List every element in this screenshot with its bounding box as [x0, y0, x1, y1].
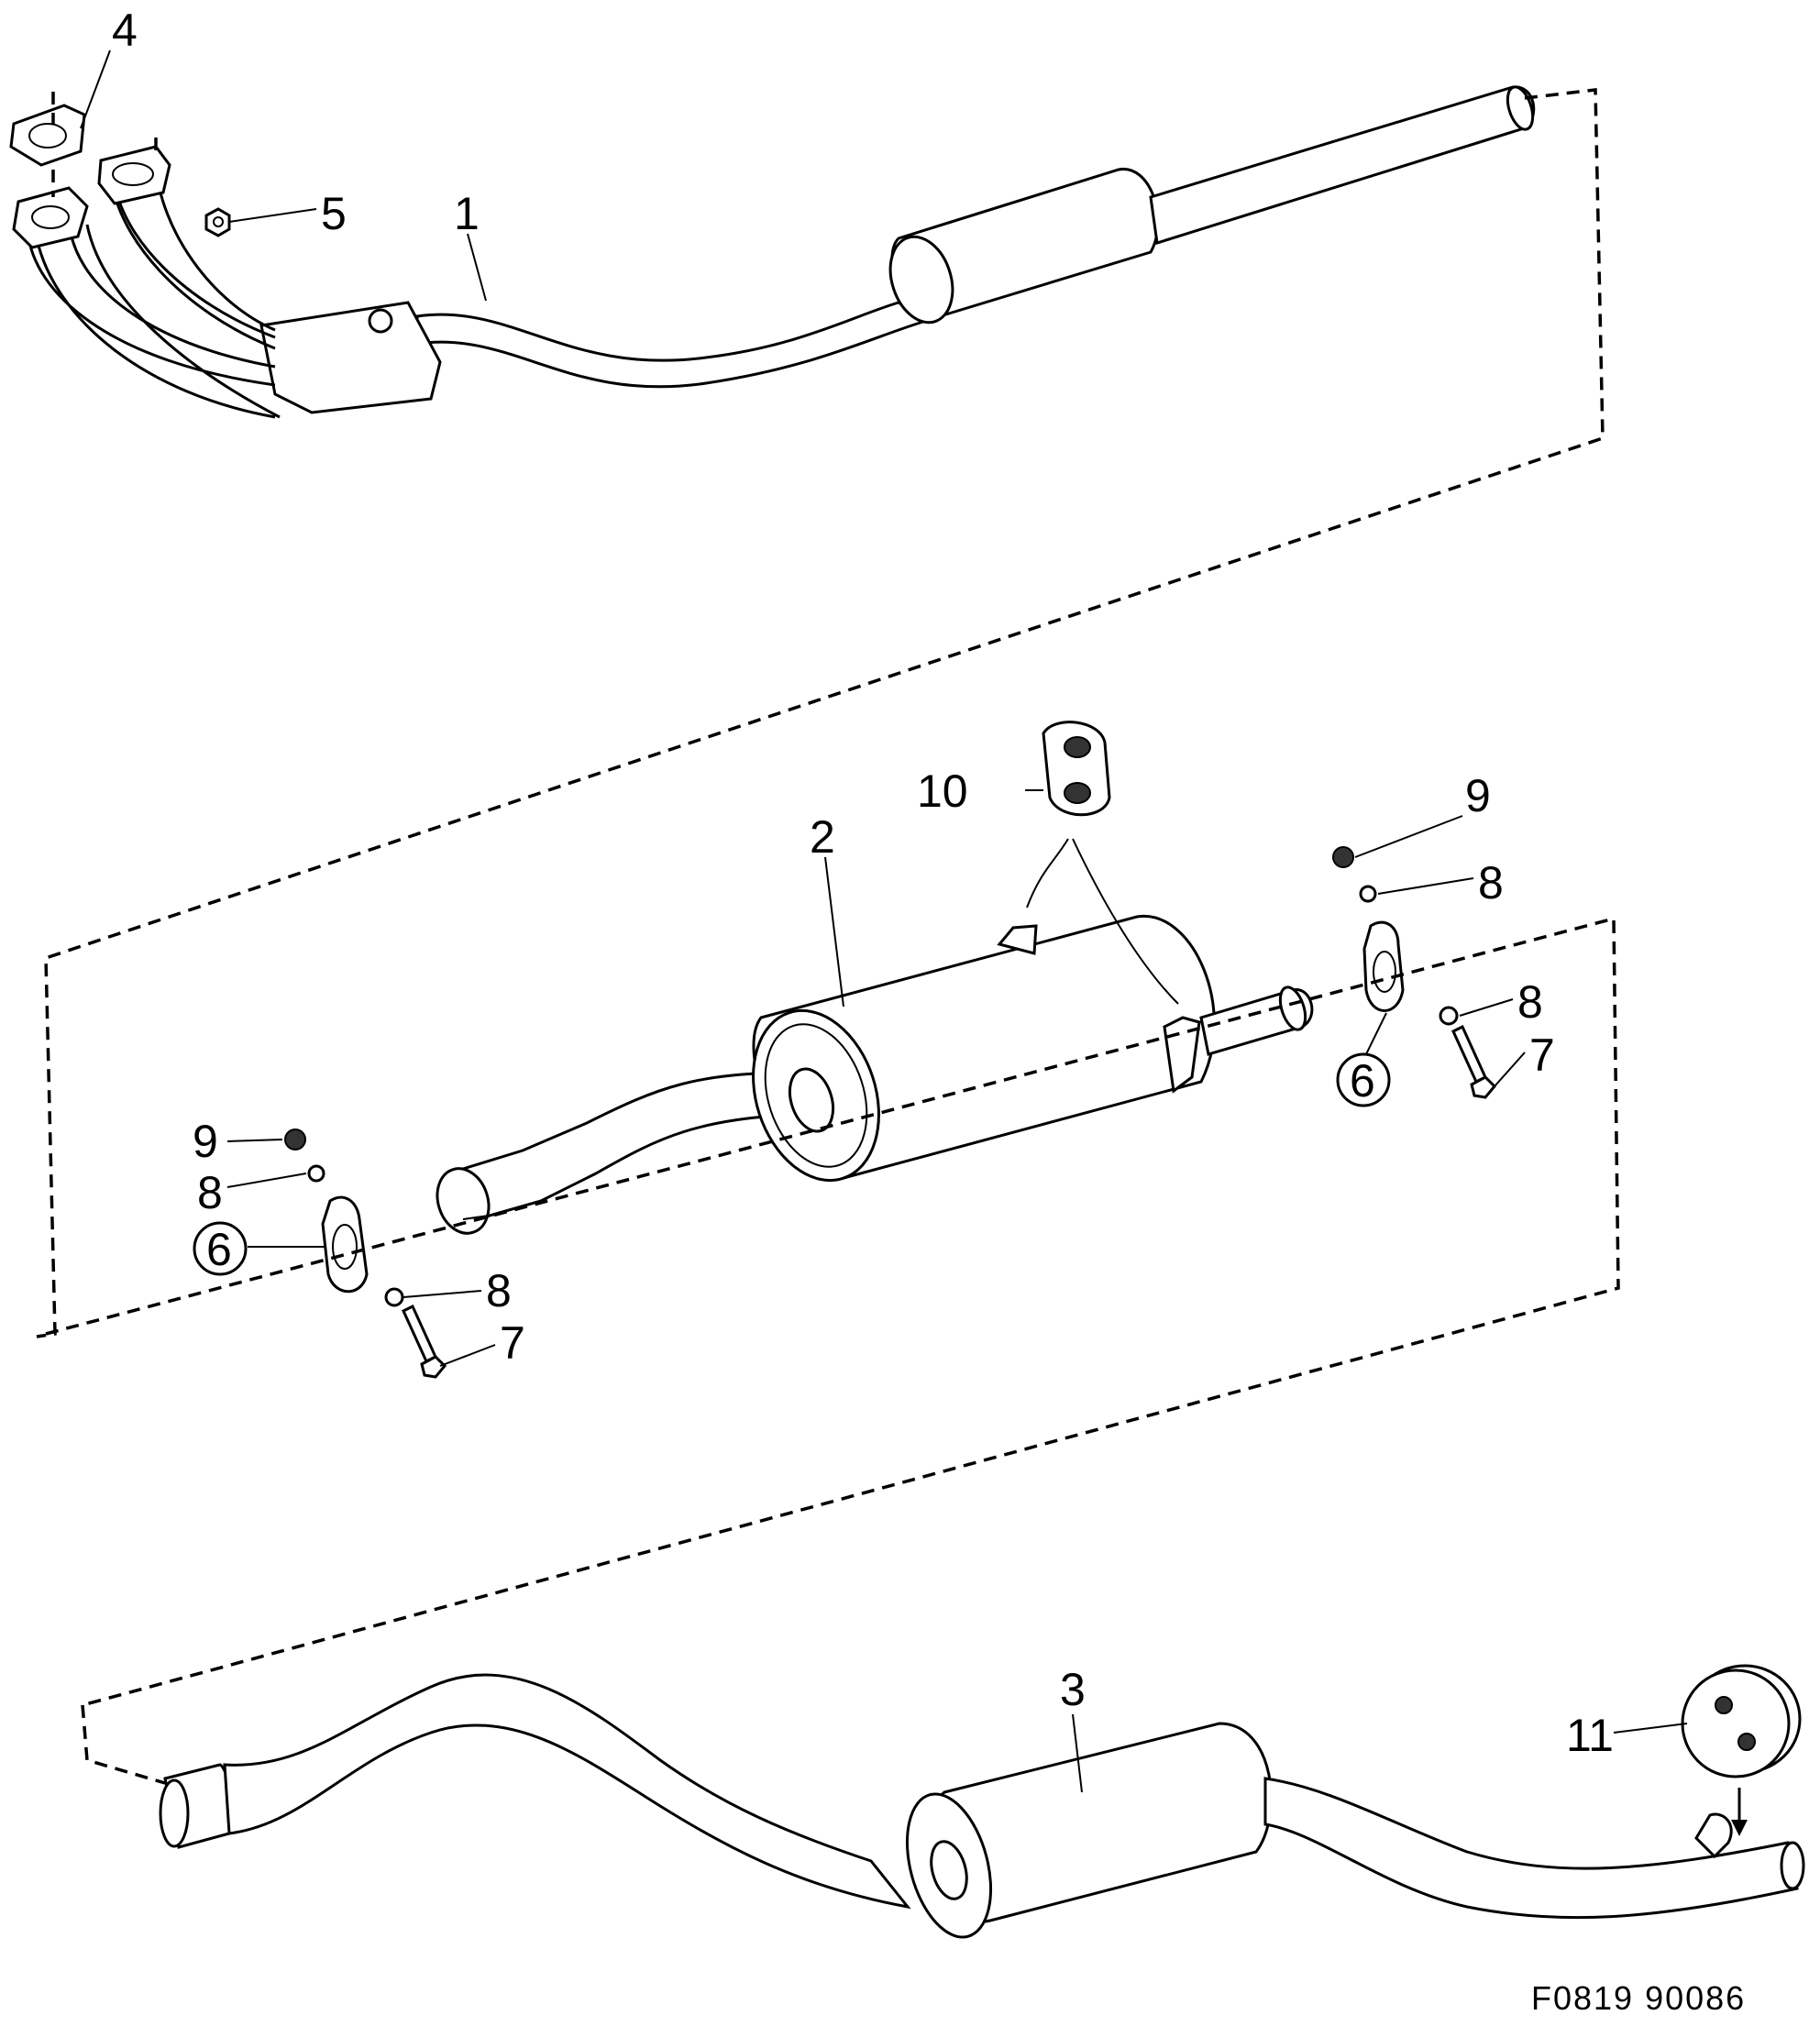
rubber-hanger-part-10	[1026, 721, 1179, 1005]
label-part-6-right-circle	[1336, 1052, 1391, 1107]
label-part-4: 4	[112, 5, 138, 56]
label-part-6-right: 6	[1350, 1055, 1375, 1107]
label-part-7-left: 7	[500, 1317, 525, 1369]
label-part-9-right: 9	[1465, 770, 1491, 821]
left-clamp-group	[284, 1129, 447, 1379]
figure-id: F0819 90086	[1531, 1979, 1746, 2017]
part-labels: 4 5 1 10 2 9 8 8 7 6 9 8 6 8 7 3 11	[112, 5, 1614, 1761]
label-part-8-left-top: 8	[197, 1167, 223, 1218]
label-part-10: 10	[917, 765, 968, 817]
label-part-8-right-top: 8	[1478, 857, 1504, 908]
label-part-1: 1	[454, 188, 480, 239]
label-part-9-left: 9	[193, 1116, 218, 1167]
nut-part-5	[204, 207, 231, 237]
label-part-11: 11	[1566, 1710, 1614, 1761]
centre-silencer-assembly	[436, 914, 1314, 1235]
label-part-3: 3	[1060, 1664, 1086, 1715]
label-part-8-right-bottom: 8	[1517, 976, 1543, 1028]
label-part-7-right: 7	[1529, 1030, 1555, 1081]
connection-lines	[36, 88, 1620, 1785]
rear-silencer-assembly	[159, 1673, 1805, 1939]
label-part-2: 2	[810, 811, 835, 863]
label-part-5: 5	[321, 188, 347, 239]
gasket-part-4	[9, 92, 158, 197]
right-clamp-group	[1332, 846, 1497, 1099]
leader-lines	[80, 50, 1688, 1793]
label-part-6-left-circle	[193, 1221, 248, 1276]
rubber-ring-part-11	[1681, 1664, 1802, 1836]
front-pipe-assembly	[12, 85, 1536, 419]
label-part-6-left: 6	[206, 1224, 232, 1275]
label-part-8-left-bottom: 8	[486, 1265, 512, 1316]
